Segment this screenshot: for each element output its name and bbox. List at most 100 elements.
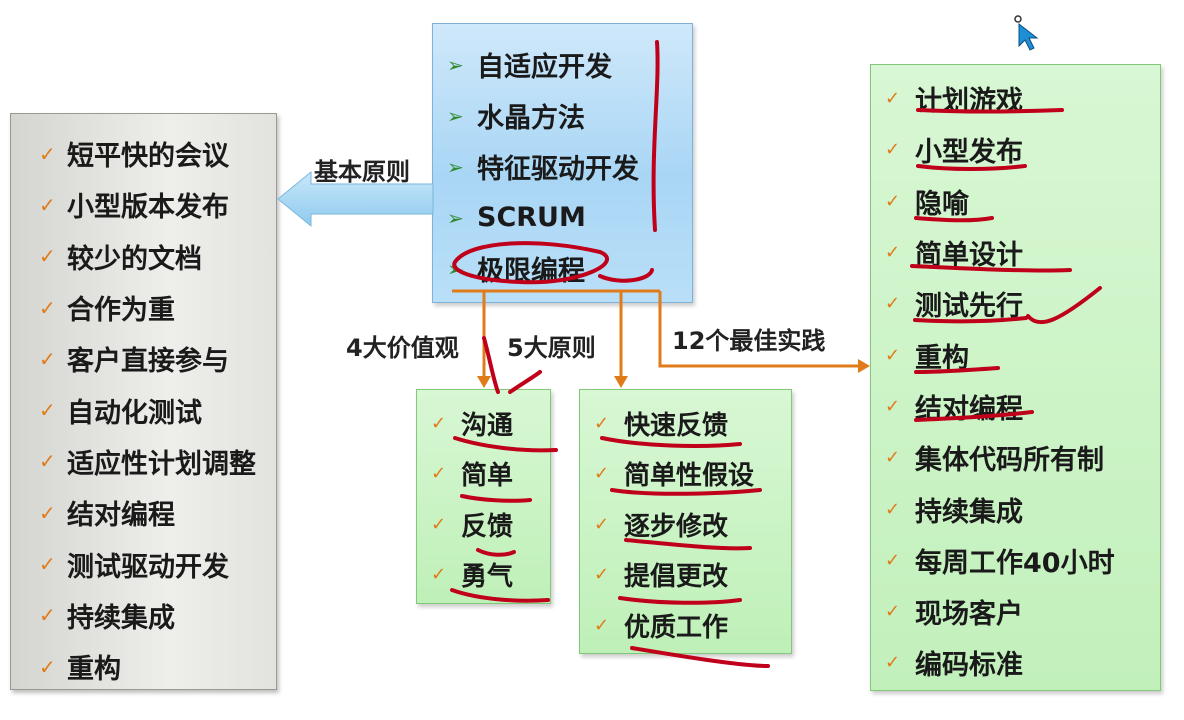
check-icon: ✓ (885, 601, 901, 623)
principle-item-label: 优质工作 (624, 612, 729, 643)
practice-item-label: 持续集成 (915, 496, 1023, 528)
value-item-label: 沟通 (461, 410, 514, 441)
orange-arrowheads (477, 359, 870, 388)
value-item: ✓简单 (431, 449, 550, 500)
check-icon: ✓ (39, 141, 56, 166)
principle-item: ✓ 快速反馈 (594, 398, 791, 449)
principle-item: ✓ 逐步修改 (594, 499, 791, 550)
triangle-bullet-icon: ➢ (447, 154, 464, 179)
practice-item-label: 简单设计 (915, 240, 1023, 272)
value-item-label: 反馈 (461, 511, 514, 542)
practice-item: ✓ 简单设计 (885, 227, 1160, 278)
check-icon: ✓ (885, 447, 901, 469)
check-icon: ✓ (431, 564, 447, 586)
left-item-label: 测试驱动开发 (67, 551, 229, 583)
basic-principles-label: 基本原则 (314, 158, 410, 186)
check-icon: ✓ (885, 344, 901, 366)
check-icon: ✓ (594, 463, 610, 485)
four-values-box: ✓ 沟通 ✓简单 ✓ 反馈 ✓ 勇气 (416, 389, 551, 604)
left-item-label: 客户直接参与 (67, 346, 229, 378)
practice-item-label: 现场客户 (915, 599, 1023, 631)
practice-item-label: 结对编程 (915, 393, 1023, 425)
method-item-label: 极限编程 (477, 256, 585, 287)
practice-item: ✓结对编程 (885, 381, 1160, 432)
method-item-label: 水晶方法 (477, 103, 585, 134)
check-icon: ✓ (594, 513, 610, 535)
practice-item-label: 计划游戏 (915, 86, 1023, 118)
triangle-bullet-icon: ➢ (447, 256, 464, 281)
check-icon: ✓ (885, 242, 901, 264)
method-item: ➢ 自适应开发 (447, 39, 692, 90)
left-item-label: 较少的文档 (67, 243, 202, 275)
four-values-label: 4大价值观 (346, 334, 459, 362)
left-item-label: 重构 (67, 654, 121, 686)
practice-item-label: 每周工作40小时 (915, 547, 1115, 579)
check-icon: ✓ (39, 192, 56, 217)
method-item: ➢ 极限编程 (447, 243, 692, 294)
method-item: ➢水晶方法 (447, 90, 692, 141)
practice-item: ✓ 小型发布 (885, 124, 1160, 175)
value-item-label: 勇气 (461, 562, 514, 593)
method-item-label: SCRUM (477, 202, 586, 233)
twelve-practices-box: ✓计划游戏 ✓小型发布 ✓隐喻 ✓简单设计 ✓测试先行 ✓重构 ✓结对编程 ✓集… (870, 64, 1161, 691)
practice-item: ✓计划游戏 (885, 73, 1160, 124)
left-item: ✓ 重构 (39, 641, 276, 692)
left-item: ✓较少的文档 (39, 231, 276, 282)
check-icon: ✓ (39, 500, 56, 525)
practice-item-label: 隐喻 (915, 188, 969, 220)
practice-item-label: 重构 (915, 342, 969, 374)
left-item: ✓ 短平快的会议 (39, 128, 276, 179)
principle-item-label: 逐步修改 (624, 511, 729, 542)
method-item: ➢ 特征驱动开发 (447, 141, 692, 192)
five-principles-box: ✓ 快速反馈 ✓简单性假设 ✓ 逐步修改 ✓ 提倡更改 ✓ 优质工作 (579, 389, 792, 654)
left-item-label: 适应性计划调整 (67, 448, 256, 480)
shared-practices-box: ✓短平快的会议 ✓小型版本发布 ✓较少的文档 ✓合作为重 ✓客户直接参与 ✓自动… (10, 113, 277, 690)
practice-item: ✓ 现场客户 (885, 586, 1160, 637)
five-principles-label: 5大原则 (507, 334, 596, 362)
check-icon: ✓ (885, 139, 901, 161)
check-icon: ✓ (431, 513, 447, 535)
left-item-label: 短平快的会议 (67, 141, 229, 173)
check-icon: ✓ (885, 652, 901, 674)
check-icon: ✓ (885, 190, 901, 212)
principle-item-label: 快速反馈 (624, 410, 729, 441)
check-icon: ✓ (39, 295, 56, 320)
left-item-label: 结对编程 (67, 500, 175, 532)
left-item: ✓自动化测试 (39, 384, 276, 435)
left-item: ✓ 结对编程 (39, 487, 276, 538)
value-item: ✓ 反馈 (431, 499, 550, 550)
left-item-label: 自动化测试 (67, 397, 202, 429)
practice-item: ✓ 编码标准 (885, 637, 1160, 688)
triangle-bullet-icon: ➢ (447, 205, 464, 230)
check-icon: ✓ (39, 449, 56, 474)
check-icon: ✓ (594, 412, 610, 434)
left-item-label: 持续集成 (67, 602, 175, 634)
principle-item: ✓ 提倡更改 (594, 550, 791, 601)
check-icon: ✓ (39, 603, 56, 628)
check-icon: ✓ (885, 498, 901, 520)
check-icon: ✓ (39, 552, 56, 577)
triangle-bullet-icon: ➢ (447, 52, 464, 77)
check-icon: ✓ (39, 654, 56, 679)
method-item-label: 特征驱动开发 (477, 154, 639, 185)
practice-item-label: 编码标准 (915, 650, 1023, 682)
check-icon: ✓ (885, 293, 901, 315)
practice-item-label: 小型发布 (915, 137, 1023, 169)
practice-item-label: 测试先行 (915, 291, 1023, 323)
check-icon: ✓ (39, 346, 56, 371)
mouse-pointer-icon (1014, 15, 1039, 51)
left-item-label: 小型版本发布 (67, 192, 229, 224)
left-item: ✓ 测试驱动开发 (39, 538, 276, 589)
practice-item: ✓ 持续集成 (885, 483, 1160, 534)
left-item: ✓ 小型版本发布 (39, 179, 276, 230)
method-item-label: 自适应开发 (477, 52, 612, 83)
left-item: ✓合作为重 (39, 282, 276, 333)
check-icon: ✓ (594, 614, 610, 636)
check-icon: ✓ (885, 549, 901, 571)
check-icon: ✓ (431, 463, 447, 485)
left-item: ✓ 客户直接参与 (39, 333, 276, 384)
check-icon: ✓ (431, 412, 447, 434)
principle-item-label: 提倡更改 (624, 562, 729, 593)
principle-item: ✓简单性假设 (594, 449, 791, 500)
check-icon: ✓ (594, 564, 610, 586)
